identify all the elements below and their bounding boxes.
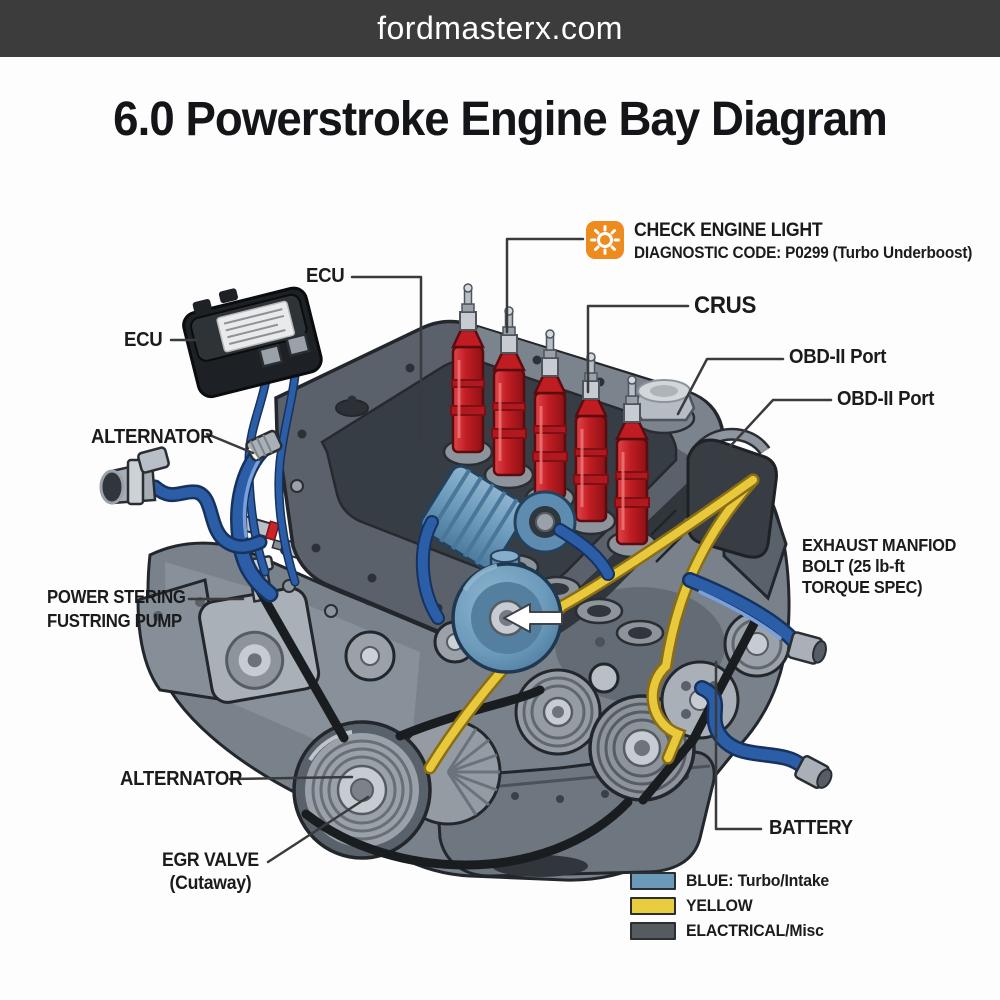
legend-item-electrical: ELACTRICAL/Misc — [630, 918, 840, 943]
injector-coil — [442, 283, 494, 467]
legend-label: YELLOW — [686, 895, 753, 915]
label-check-engine-code: DIAGNOSTIC CODE: P0299 (Turbo Underboost… — [634, 244, 973, 262]
leader-obd-1 — [676, 357, 785, 416]
leader-crus — [586, 304, 690, 394]
leader-egr — [266, 795, 370, 864]
site-banner: fordmasterx.com — [0, 0, 1000, 57]
check-engine-light-icon — [586, 221, 624, 259]
label-exhaust-bolt: EXHAUST MANFIOD BOLT (25 lb-ft TORQUE SP… — [802, 535, 957, 597]
leader-check-engine — [505, 237, 585, 334]
leader-lines — [169, 237, 833, 864]
page-title: 6.0 Powerstroke Engine Bay Diagram — [113, 93, 888, 146]
yellow-belt — [423, 473, 760, 775]
site-url: fordmasterx.com — [377, 10, 623, 46]
legend-label: ELACTRICAL/Misc — [686, 920, 824, 940]
label-obd-port-2: OBD-II Port — [837, 388, 935, 410]
hose-fittings — [99, 429, 833, 790]
label-check-engine-title: CHECK ENGINE LIGHT — [634, 220, 823, 241]
coolant-hoses — [147, 351, 810, 774]
label-obd-port-1: OBD-II Port — [789, 346, 887, 368]
leader-alternator-top — [205, 432, 255, 455]
injector-coil — [483, 306, 535, 490]
leader-alternator-bottom — [228, 775, 354, 781]
ecu-box — [182, 286, 323, 399]
label-battery: BATTERY — [769, 817, 853, 839]
oil-cap — [632, 379, 696, 435]
label-ecu-left: ECU — [124, 329, 163, 351]
leader-ecu-top — [350, 275, 423, 444]
serpentine-belt — [251, 579, 763, 870]
sun-burst-glyph — [590, 225, 620, 255]
legend-item-yellow: YELLOW — [630, 893, 840, 918]
color-legend: BLUE: Turbo/Intake YELLOW ELACTRICAL/Mis… — [630, 868, 840, 943]
label-crus: CRUS — [694, 292, 757, 319]
water-pump — [451, 549, 563, 674]
legend-swatch-electrical — [630, 921, 676, 940]
label-alternator-top: ALTERNATOR — [91, 426, 214, 448]
label-power-steering: POWER STERING FUSTRING PUMP — [47, 587, 186, 631]
legend-swatch-blue — [630, 871, 676, 890]
legend-swatch-yellow — [630, 896, 676, 915]
legend-item-blue: BLUE: Turbo/Intake — [630, 868, 840, 893]
label-alternator-bottom: ALTERNATOR — [120, 768, 243, 790]
flow-arrow-icon — [503, 603, 563, 633]
leader-battery — [714, 660, 763, 831]
label-egr-valve: EGR VALVE (Cutaway) — [161, 850, 259, 894]
power-steering-pump — [136, 555, 321, 704]
leader-obd-2 — [722, 398, 833, 455]
label-ecu-top: ECU — [306, 265, 345, 287]
legend-label: BLUE: Turbo/Intake — [686, 870, 830, 890]
crank-pulley — [292, 720, 432, 860]
